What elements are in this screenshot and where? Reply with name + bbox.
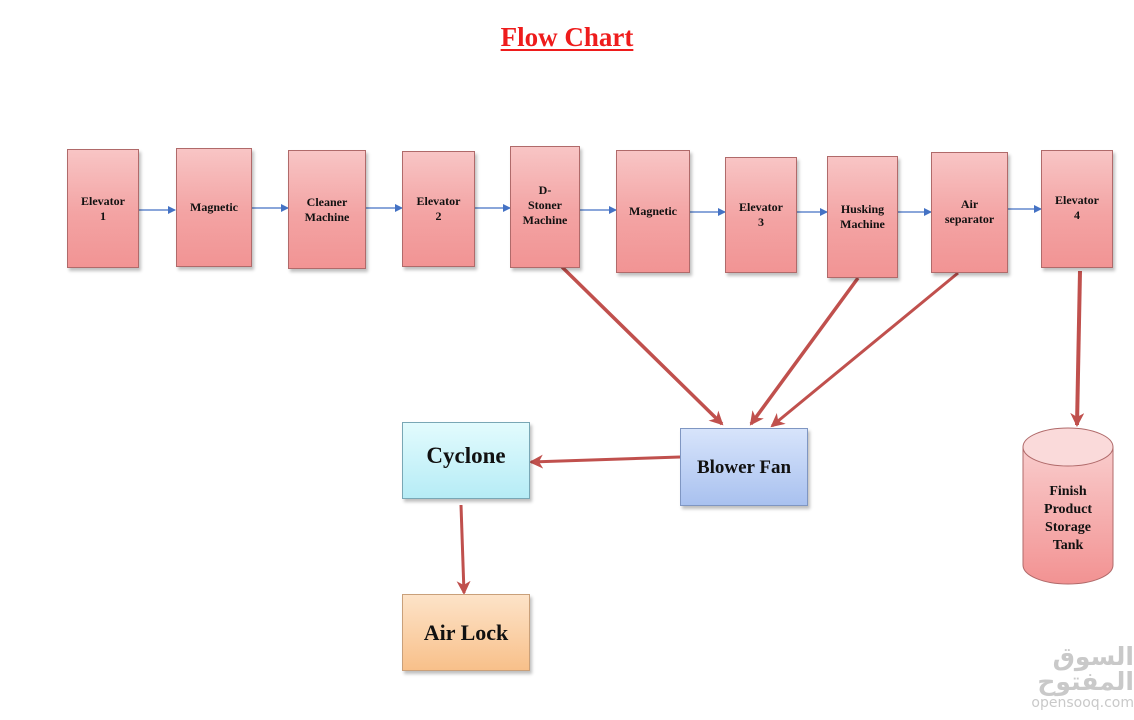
process-step-label: Cleaner Machine — [304, 194, 350, 224]
arrow-husking-blower — [749, 276, 860, 426]
air-lock-label: Air Lock — [423, 620, 509, 645]
process-step-magnetic-2: Magnetic — [616, 150, 690, 273]
process-step-label: Elevator 2 — [416, 194, 461, 223]
watermark-arabic: السوق المفتوح — [1037, 642, 1134, 696]
cyclone-box: Cyclone — [402, 422, 530, 499]
air-lock-box: Air Lock — [402, 594, 530, 671]
process-flow-arrows — [139, 204, 1042, 216]
process-step-destoner-machine: D- Stoner Machine — [510, 146, 580, 268]
process-step-elevator-3: Elevator 3 — [725, 157, 797, 273]
byproduct-arrows — [456, 265, 1085, 595]
cyclone-label: Cyclone — [426, 443, 506, 468]
arrow-elevator4-tank — [1070, 270, 1085, 427]
watermark-latin: opensooq.com — [1031, 695, 1134, 711]
process-step-air-separator: Air separator — [931, 152, 1008, 273]
cylinder-shape — [1022, 427, 1114, 585]
arrow-blower-cyclone — [529, 454, 681, 469]
process-step-magnetic-1: Magnetic — [176, 148, 252, 267]
arrow-cyclone-airlock — [456, 504, 471, 595]
watermark-logo: السوق المفتوح opensooq.com — [962, 644, 1134, 710]
process-step-elevator-1: Elevator 1 — [67, 149, 139, 268]
process-step-label: Elevator 1 — [81, 193, 125, 223]
process-step-label: Elevator 4 — [1055, 193, 1099, 222]
process-step-label: Elevator 3 — [739, 200, 783, 229]
process-step-elevator-4: Elevator 4 — [1041, 150, 1113, 268]
process-step-label: D- Stoner Machine — [522, 183, 568, 227]
arrow-destoner-blower — [560, 265, 724, 426]
blower-fan-box: Blower Fan — [680, 428, 808, 506]
process-step-label: Magnetic — [629, 204, 677, 218]
process-step-label: Magnetic — [190, 200, 238, 214]
blower-fan-label: Blower Fan — [696, 456, 792, 478]
storage-tank-label: Finish Product Storage Tank — [1044, 484, 1092, 553]
finish-product-storage-tank: Finish Product Storage Tank — [1022, 425, 1114, 585]
process-step-husking-machine: Husking Machine — [827, 156, 898, 278]
arrow-airseparator-blower — [770, 271, 959, 428]
process-step-elevator-2: Elevator 2 — [402, 151, 475, 267]
page-title: Flow Chart — [500, 22, 634, 52]
process-step-label: Air separator — [944, 197, 995, 226]
process-step-label: Husking Machine — [840, 202, 885, 231]
process-step-cleaner-machine: Cleaner Machine — [288, 150, 366, 269]
